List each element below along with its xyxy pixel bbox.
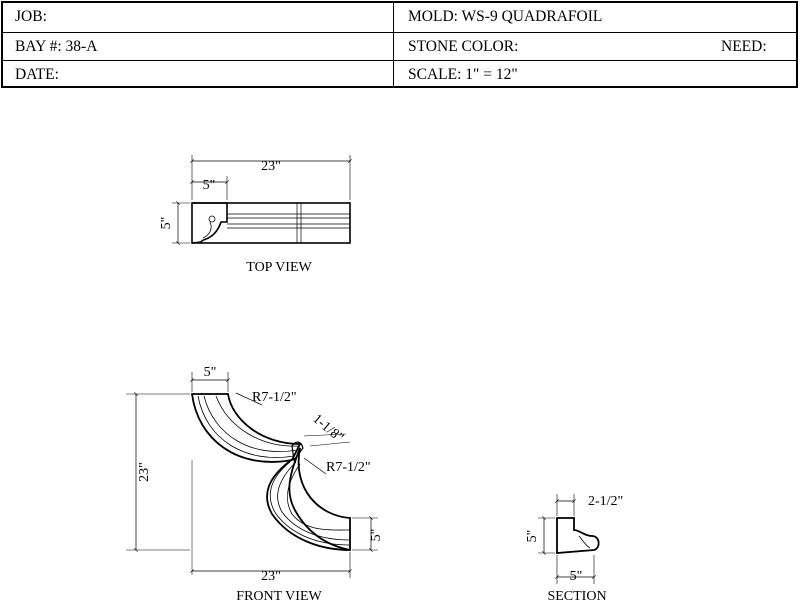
section-dim-lip-label: 2-1/2" — [588, 494, 623, 509]
job-field: JOB: — [15, 8, 47, 25]
section-dim-height-label: 5" — [525, 530, 540, 543]
title-block-divider — [393, 3, 394, 86]
top-view-profile — [191, 202, 228, 244]
stone-color-field: STONE COLOR: — [408, 38, 519, 55]
front-view-title: FRONT VIEW — [236, 589, 322, 604]
need-field: NEED: — [721, 38, 767, 55]
front-view-radius-lower-label: R7-1/2" — [326, 460, 371, 475]
title-block: JOB: MOLD: WS-9 QUADRAFOIL BAY #: 38-A S… — [1, 1, 798, 88]
section-view: 2-1/2" 5" 5" SECTION — [525, 494, 623, 604]
scale-field: SCALE: 1" = 12" — [408, 66, 518, 83]
front-view-dim-gap-label: 1-1/8" — [309, 412, 346, 446]
title-row-bay: BAY #: 38-A STONE COLOR: NEED: — [3, 32, 796, 61]
front-view-connector — [291, 441, 304, 462]
bay-field: BAY #: 38-A — [15, 38, 98, 55]
front-view-dim-height-label: 23" — [137, 462, 152, 482]
top-view-dim-overall-label: 23" — [261, 159, 281, 174]
section-dim-width-label: 5" — [570, 569, 583, 584]
top-view-dim-left-label: 5" — [203, 178, 216, 193]
front-view-dim-top-label: 5" — [204, 365, 217, 380]
section-title: SECTION — [547, 589, 606, 604]
top-view: 23" 5" 5" TOP VIEW — [159, 155, 352, 275]
title-row-job: JOB: MOLD: WS-9 QUADRAFOIL — [3, 3, 796, 32]
top-view-title: TOP VIEW — [246, 260, 312, 275]
top-view-dim-height-label: 5" — [159, 217, 174, 230]
front-view: 5" R7-1/2" 1-1/8" R7-1/2" 23" 23" 5" FRO… — [126, 365, 384, 604]
date-field: DATE: — [15, 66, 59, 83]
top-view-outline — [191, 202, 351, 244]
front-view-dim-width-label: 23" — [261, 569, 281, 584]
front-view-dim-end-label: 5" — [369, 529, 384, 542]
title-row-date: DATE: SCALE: 1" = 12" — [3, 60, 796, 89]
mold-field: MOLD: WS-9 QUADRAFOIL — [408, 8, 603, 25]
front-view-radius-upper-label: R7-1/2" — [252, 390, 297, 405]
section-profile — [556, 517, 600, 554]
